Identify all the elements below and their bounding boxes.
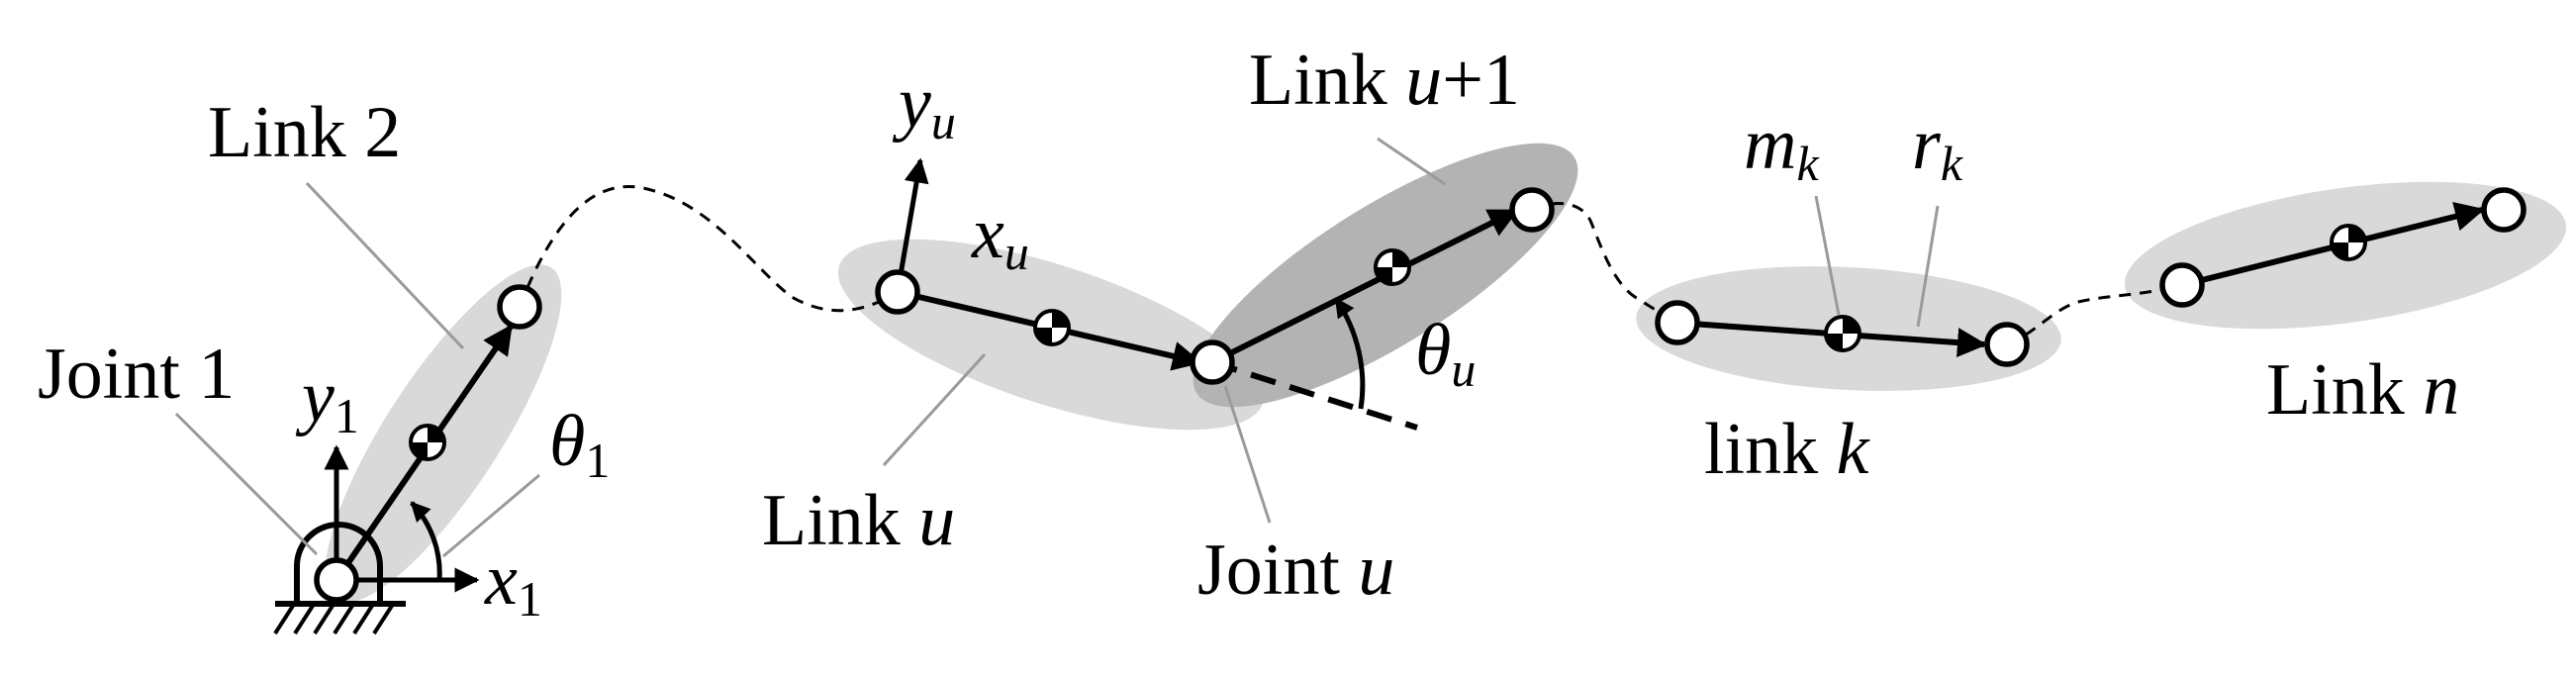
label-link-u: Link u (762, 480, 955, 561)
link-u1-vector (1210, 208, 1519, 365)
omitted-links-curve-1 (518, 185, 899, 313)
label-joint-1: Joint 1 (38, 334, 235, 415)
thetau-angle-arc (1333, 297, 1366, 410)
com-link-n (2330, 224, 2367, 261)
theta1-angle-arc (410, 501, 442, 581)
omitted-links-curve-3 (2006, 283, 2183, 346)
joint-1 (314, 557, 359, 603)
label-link-u1: Link u+1 (1249, 40, 1520, 121)
leader-joint-1 (174, 412, 319, 556)
joint-k-start (1655, 300, 1700, 345)
leader-link-u1 (1377, 137, 1446, 186)
leader-theta1 (442, 473, 540, 558)
joint-u-start (875, 269, 920, 315)
label-x1: x1 (484, 539, 542, 627)
label-y1: y1 (295, 356, 359, 443)
com-link-2 (409, 424, 446, 461)
label-rk: rk (1912, 104, 1963, 191)
joint-u (1190, 339, 1235, 385)
label-theta1: θ1 (549, 401, 610, 488)
label-thetau: θu (1415, 310, 1476, 397)
joint-u-extension-line (1211, 359, 1418, 431)
label-yu: yu (892, 62, 956, 149)
label-link-n: Link n (2266, 349, 2459, 431)
label-joint-u: Joint u (1197, 530, 1394, 611)
label-mk: mk (1744, 104, 1819, 191)
com-link-u (1033, 309, 1071, 346)
label-link-2: Link 2 (208, 92, 401, 173)
joint-u1-end (1509, 187, 1555, 233)
leader-link-2 (305, 181, 465, 350)
joint-k-end (1984, 322, 2030, 367)
label-xu: xu (971, 193, 1029, 280)
com-link-k (1824, 315, 1861, 352)
leader-rk (1916, 205, 1940, 328)
leader-mk (1814, 195, 1841, 316)
omitted-links-curve-2 (1531, 202, 1678, 325)
com-link-u1 (1374, 248, 1411, 286)
joint-n-start (2159, 262, 2205, 308)
leader-joint-u (1223, 385, 1272, 524)
leader-link-u (882, 352, 987, 467)
label-link-k: link k (1704, 409, 1870, 490)
joint-n-end (2481, 187, 2527, 233)
joint-2-end (497, 284, 542, 330)
